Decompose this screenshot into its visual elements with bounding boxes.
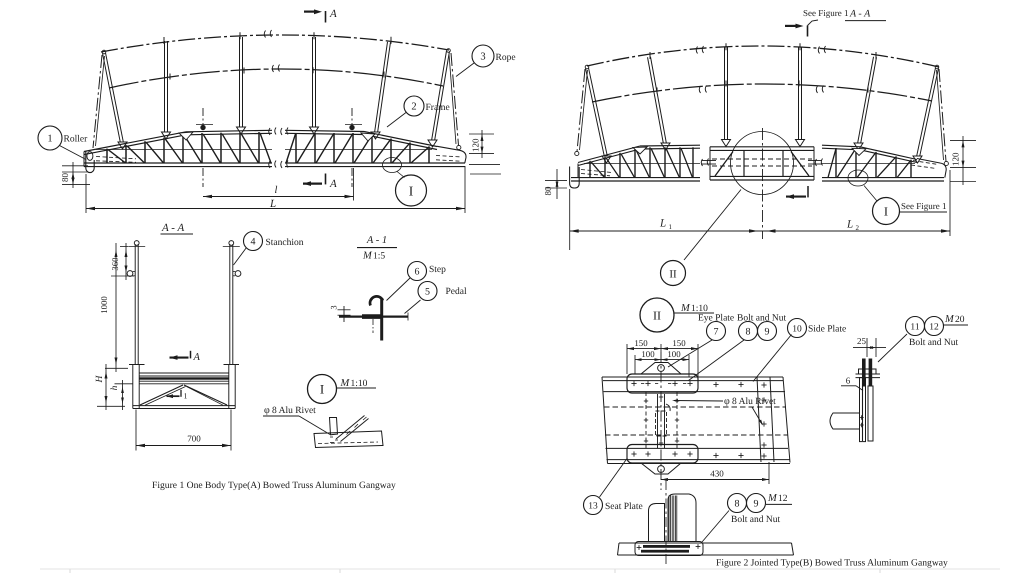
svg-text:A - 1: A - 1: [366, 235, 387, 246]
svg-text:12: 12: [929, 322, 939, 332]
svg-text:13: 13: [588, 501, 598, 511]
svg-text:9: 9: [765, 327, 770, 338]
svg-text:5: 5: [425, 287, 430, 298]
svg-text:See Figure 1: See Figure 1: [901, 201, 947, 211]
svg-text:Rope: Rope: [496, 53, 516, 63]
svg-text:2: 2: [411, 102, 416, 113]
svg-text:A - A: A - A: [161, 222, 184, 234]
svg-text:See Figure 1: See Figure 1: [803, 8, 849, 18]
svg-text:φ: φ: [724, 396, 730, 407]
svg-text:A - A: A - A: [849, 9, 871, 20]
svg-text:8 Alu Rivet: 8 Alu Rivet: [732, 397, 776, 407]
svg-text:M: M: [340, 378, 351, 389]
svg-text:I: I: [409, 184, 414, 199]
svg-text:Eye Plate: Eye Plate: [698, 314, 734, 324]
svg-text:M: M: [944, 314, 955, 325]
svg-text:1: 1: [669, 223, 673, 231]
svg-text:Figure 2 Jointed Type(B) Bowed: Figure 2 Jointed Type(B) Bowed Truss Alu…: [716, 558, 948, 569]
svg-text:A: A: [193, 352, 201, 363]
svg-text:Pedal: Pedal: [446, 287, 467, 297]
svg-text:150: 150: [672, 338, 686, 348]
svg-text:100: 100: [641, 349, 655, 359]
svg-text:Bolt and Nut: Bolt and Nut: [731, 515, 780, 525]
svg-text:I: I: [320, 382, 324, 397]
svg-text:6: 6: [846, 376, 851, 386]
svg-text:A: A: [329, 8, 337, 20]
svg-text:A: A: [329, 178, 337, 190]
svg-text:25: 25: [857, 336, 867, 346]
svg-text:150: 150: [634, 338, 648, 348]
svg-text:360: 360: [110, 257, 120, 271]
svg-text:1: 1: [47, 134, 52, 145]
svg-text:M: M: [680, 303, 691, 314]
svg-text:80: 80: [543, 186, 553, 196]
svg-text:Seat Plate: Seat Plate: [605, 502, 643, 512]
svg-text:3: 3: [480, 52, 485, 63]
svg-text:1:10: 1:10: [691, 304, 708, 314]
svg-text:2: 2: [856, 224, 860, 232]
svg-text:φ: φ: [264, 405, 270, 416]
svg-text:1:5: 1:5: [373, 252, 385, 262]
svg-text:6: 6: [415, 267, 420, 278]
svg-text:8 Alu Rivet: 8 Alu Rivet: [272, 406, 316, 416]
svg-text:M: M: [767, 493, 778, 504]
svg-text:430: 430: [710, 469, 724, 479]
svg-text:8: 8: [746, 327, 751, 338]
svg-text:II: II: [669, 269, 677, 281]
svg-text:II: II: [653, 309, 661, 323]
svg-text:M: M: [362, 251, 373, 262]
svg-text:Side Plate: Side Plate: [808, 325, 846, 335]
svg-text:9: 9: [754, 499, 759, 510]
svg-text:12: 12: [778, 494, 788, 504]
svg-text:1: 1: [184, 392, 188, 401]
svg-text:100: 100: [667, 349, 681, 359]
svg-text:Step: Step: [429, 265, 446, 275]
svg-text:4: 4: [251, 237, 256, 248]
svg-text:3: 3: [329, 305, 339, 309]
svg-text:8: 8: [735, 499, 740, 510]
svg-text:120: 120: [471, 138, 481, 152]
svg-text:Figure 1 One Body Type(A) Bowe: Figure 1 One Body Type(A) Bowed Truss Al…: [152, 480, 396, 491]
svg-text:l: l: [275, 185, 278, 196]
svg-text:H: H: [95, 374, 105, 383]
svg-text:80: 80: [60, 173, 70, 183]
svg-text:Bolt and Nut: Bolt and Nut: [909, 338, 958, 348]
svg-text:1:10: 1:10: [351, 379, 368, 389]
svg-text:Bolt and Nut: Bolt and Nut: [737, 314, 786, 324]
svg-text:L: L: [846, 219, 853, 231]
svg-text:20: 20: [955, 315, 965, 325]
svg-text:120: 120: [951, 152, 961, 166]
svg-text:Roller: Roller: [64, 135, 89, 145]
svg-text:7: 7: [714, 327, 719, 338]
svg-text:h: h: [110, 385, 120, 390]
svg-text:Stanchion: Stanchion: [266, 238, 304, 248]
svg-text:L: L: [269, 198, 276, 210]
svg-text:L: L: [659, 218, 666, 230]
svg-text:11: 11: [910, 322, 919, 332]
svg-text:700: 700: [187, 434, 201, 444]
svg-text:Frame: Frame: [426, 103, 450, 113]
svg-text:I: I: [884, 205, 888, 219]
svg-text:10: 10: [792, 324, 802, 334]
svg-text:1000: 1000: [99, 296, 109, 314]
